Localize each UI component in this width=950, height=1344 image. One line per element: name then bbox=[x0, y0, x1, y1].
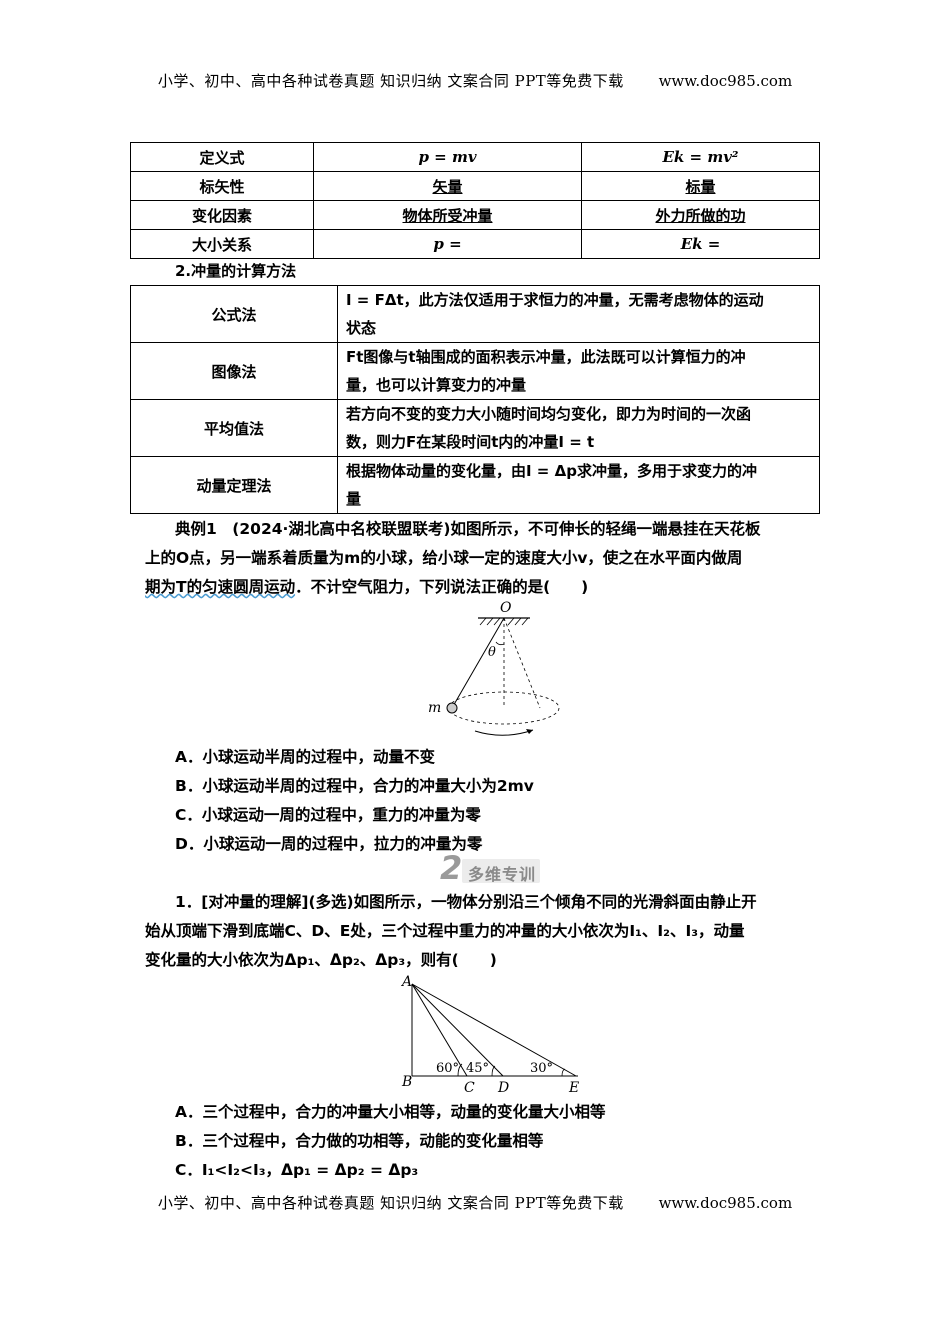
question1-line: 变化量的大小依次为Δp₁、Δp₂、Δp₃，则有( ) bbox=[145, 951, 497, 969]
angle-arc-45 bbox=[491, 1065, 496, 1077]
example1-text: 典例1 (2024·湖北高中名校联盟联考)如图所示，不可伸长的轻绳一端悬挂在天花… bbox=[145, 515, 815, 602]
ball bbox=[446, 702, 458, 714]
mass-label: m bbox=[428, 700, 441, 716]
row-label: 定义式 bbox=[130, 142, 314, 172]
option-c: C．I₁<I₂<I₃，Δp₁ = Δp₂ = Δp₃ bbox=[175, 1161, 419, 1179]
example1-line: 典例1 (2024·湖北高中名校联盟联考)如图所示，不可伸长的轻绳一端悬挂在天花… bbox=[175, 520, 761, 538]
option-b: B．小球运动半周的过程中，合力的冲量大小为2mv bbox=[175, 777, 534, 795]
rotation-arrow bbox=[474, 729, 534, 736]
question1-text: 1．[对冲量的理解](多选)如图所示，一物体分别沿三个倾角不同的光滑斜面由静止开… bbox=[145, 888, 815, 975]
incline-45 bbox=[411, 983, 504, 1077]
desc-line: Ft图像与t轴围成的面积表示冲量，此法既可以计算恒力的冲 bbox=[346, 348, 746, 366]
angle-arc-30 bbox=[561, 1068, 566, 1077]
angle-45-label: 45° bbox=[466, 1061, 489, 1076]
cell-kinetic: Ek = bbox=[581, 229, 820, 259]
banner-bar bbox=[462, 859, 540, 883]
cell-momentum: p = bbox=[313, 229, 582, 259]
table-row: 定义式 p = mv Ek = mv² bbox=[130, 142, 820, 172]
desc-line: 状态 bbox=[346, 319, 377, 337]
arrow-head bbox=[526, 729, 533, 734]
option-c: C．小球运动一周的过程中，重力的冲量为零 bbox=[175, 806, 481, 824]
conical-pendulum-figure: O θ m bbox=[428, 600, 560, 736]
example1-line: 上的O点，另一端系着质量为m的小球，给小球一定的速度大小v，使之在水平面内做周 bbox=[145, 549, 743, 567]
section-title: 2.冲量的计算方法 bbox=[175, 262, 297, 280]
page-footer: 小学、初中、高中各种试卷真题 知识归纳 文案合同 PPT等免费下载 www.do… bbox=[0, 1192, 950, 1213]
point-c-label: C bbox=[464, 1080, 475, 1096]
point-e-label: E bbox=[568, 1080, 579, 1096]
momentum-kinetic-energy-table: 定义式 p = mv Ek = mv² 标矢性 矢量 标量 变化因素 物体所受冲… bbox=[130, 142, 820, 259]
incline-30 bbox=[411, 983, 577, 1077]
page-header: 小学、初中、高中各种试卷真题 知识归纳 文案合同 PPT等免费下载 www.do… bbox=[0, 70, 950, 91]
section-banner: 2 多维专训 bbox=[440, 849, 540, 887]
header-text: 小学、初中、高中各种试卷真题 知识归纳 文案合同 PPT等免费下载 bbox=[157, 72, 624, 90]
point-a-label: A bbox=[400, 974, 412, 990]
circular-path bbox=[448, 691, 560, 725]
theta-arc bbox=[495, 641, 505, 646]
table-row: 公式法 I = FΔt，此方法仅适用于求恒力的冲量，无需考虑物体的运动 状态 bbox=[130, 285, 820, 343]
cell-momentum: 矢量 bbox=[432, 177, 463, 196]
method-name: 图像法 bbox=[130, 342, 338, 400]
example1-line: 期为T的匀速圆周运动．不计空气阻力，下列说法正确的是( ) bbox=[145, 573, 815, 602]
method-desc: 根据物体动量的变化量，由I = Δp求冲量，多用于求变力的冲 量 bbox=[337, 456, 820, 514]
cone-side-dashed bbox=[503, 617, 541, 709]
desc-line: 量，也可以计算变力的冲量 bbox=[346, 376, 527, 394]
header-url[interactable]: www.doc985.com bbox=[658, 72, 793, 90]
cell-kinetic: 标量 bbox=[685, 177, 716, 196]
desc-line: 数，则力F在某段时间t内的冲量I = t bbox=[346, 433, 595, 451]
impulse-methods-table: 公式法 I = FΔt，此方法仅适用于求恒力的冲量，无需考虑物体的运动 状态 图… bbox=[130, 285, 820, 514]
table-row: 标矢性 矢量 标量 bbox=[130, 171, 820, 201]
row-label: 标矢性 bbox=[130, 171, 314, 201]
inclined-planes-figure: A B C D E 60° 45° 30° bbox=[400, 974, 579, 1096]
example1-line-rest: ．不计空气阻力，下列说法正确的是( ) bbox=[295, 578, 589, 596]
theta-label: θ bbox=[488, 645, 496, 660]
option-b: B．三个过程中，合力做的功相等，动能的变化量相等 bbox=[175, 1132, 544, 1150]
cell-momentum: p = mv bbox=[313, 142, 582, 172]
table-row: 平均值法 若方向不变的变力大小随时间均匀变化，即力为时间的一次函 数，则力F在某… bbox=[130, 399, 820, 457]
method-name: 公式法 bbox=[130, 285, 338, 343]
footer-text: 小学、初中、高中各种试卷真题 知识归纳 文案合同 PPT等免费下载 bbox=[157, 1194, 624, 1212]
desc-line: 若方向不变的变力大小随时间均匀变化，即力为时间的一次函 bbox=[346, 405, 752, 423]
method-name: 平均值法 bbox=[130, 399, 338, 457]
table-row: 大小关系 p = Ek = bbox=[130, 229, 820, 259]
footer-url[interactable]: www.doc985.com bbox=[658, 1194, 793, 1212]
table-row: 变化因素 物体所受冲量 外力所做的功 bbox=[130, 200, 820, 230]
row-label: 大小关系 bbox=[130, 229, 314, 259]
banner-number: 2 bbox=[440, 849, 463, 887]
option-d: D．小球运动一周的过程中，拉力的冲量为零 bbox=[175, 835, 483, 853]
method-name: 动量定理法 bbox=[130, 456, 338, 514]
method-desc: I = FΔt，此方法仅适用于求恒力的冲量，无需考虑物体的运动 状态 bbox=[337, 285, 820, 343]
method-desc: Ft图像与t轴围成的面积表示冲量，此法既可以计算恒力的冲 量，也可以计算变力的冲… bbox=[337, 342, 820, 400]
wavy-phrase: 期为T的匀速圆周运动 bbox=[145, 578, 296, 596]
angle-60-label: 60° bbox=[436, 1061, 459, 1076]
desc-line: 根据物体动量的变化量，由I = Δp求冲量，多用于求变力的冲 bbox=[346, 462, 757, 480]
option-a: A．小球运动半周的过程中，动量不变 bbox=[175, 748, 435, 766]
cell-momentum: 物体所受冲量 bbox=[402, 206, 493, 225]
point-d-label: D bbox=[497, 1080, 509, 1096]
rope-line bbox=[451, 617, 505, 709]
desc-line: 量 bbox=[346, 490, 362, 508]
cell-kinetic: Ek = mv² bbox=[581, 142, 820, 172]
question1-line: 1．[对冲量的理解](多选)如图所示，一物体分别沿三个倾角不同的光滑斜面由静止开 bbox=[175, 893, 757, 911]
angle-arc-60 bbox=[457, 1063, 463, 1077]
banner-label: 多维专训 bbox=[468, 865, 537, 884]
desc-line: I = FΔt，此方法仅适用于求恒力的冲量，无需考虑物体的运动 bbox=[346, 291, 764, 309]
angle-30-label: 30° bbox=[530, 1061, 553, 1076]
ceiling-hatch bbox=[479, 617, 529, 626]
point-o-label: O bbox=[500, 600, 512, 616]
cell-kinetic: 外力所做的功 bbox=[655, 206, 746, 225]
option-a: A．三个过程中，合力的冲量大小相等，动量的变化量大小相等 bbox=[175, 1103, 606, 1121]
incline-60 bbox=[411, 983, 468, 1077]
table-row: 动量定理法 根据物体动量的变化量，由I = Δp求冲量，多用于求变力的冲 量 bbox=[130, 456, 820, 514]
question1-line: 始从顶端下滑到底端C、D、E处，三个过程中重力的冲量的大小依次为I₁、I₂、I₃… bbox=[145, 922, 745, 940]
method-desc: 若方向不变的变力大小随时间均匀变化，即力为时间的一次函 数，则力F在某段时间t内… bbox=[337, 399, 820, 457]
point-b-label: B bbox=[401, 1074, 412, 1090]
row-label: 变化因素 bbox=[130, 200, 314, 230]
table-row: 图像法 Ft图像与t轴围成的面积表示冲量，此法既可以计算恒力的冲 量，也可以计算… bbox=[130, 342, 820, 400]
